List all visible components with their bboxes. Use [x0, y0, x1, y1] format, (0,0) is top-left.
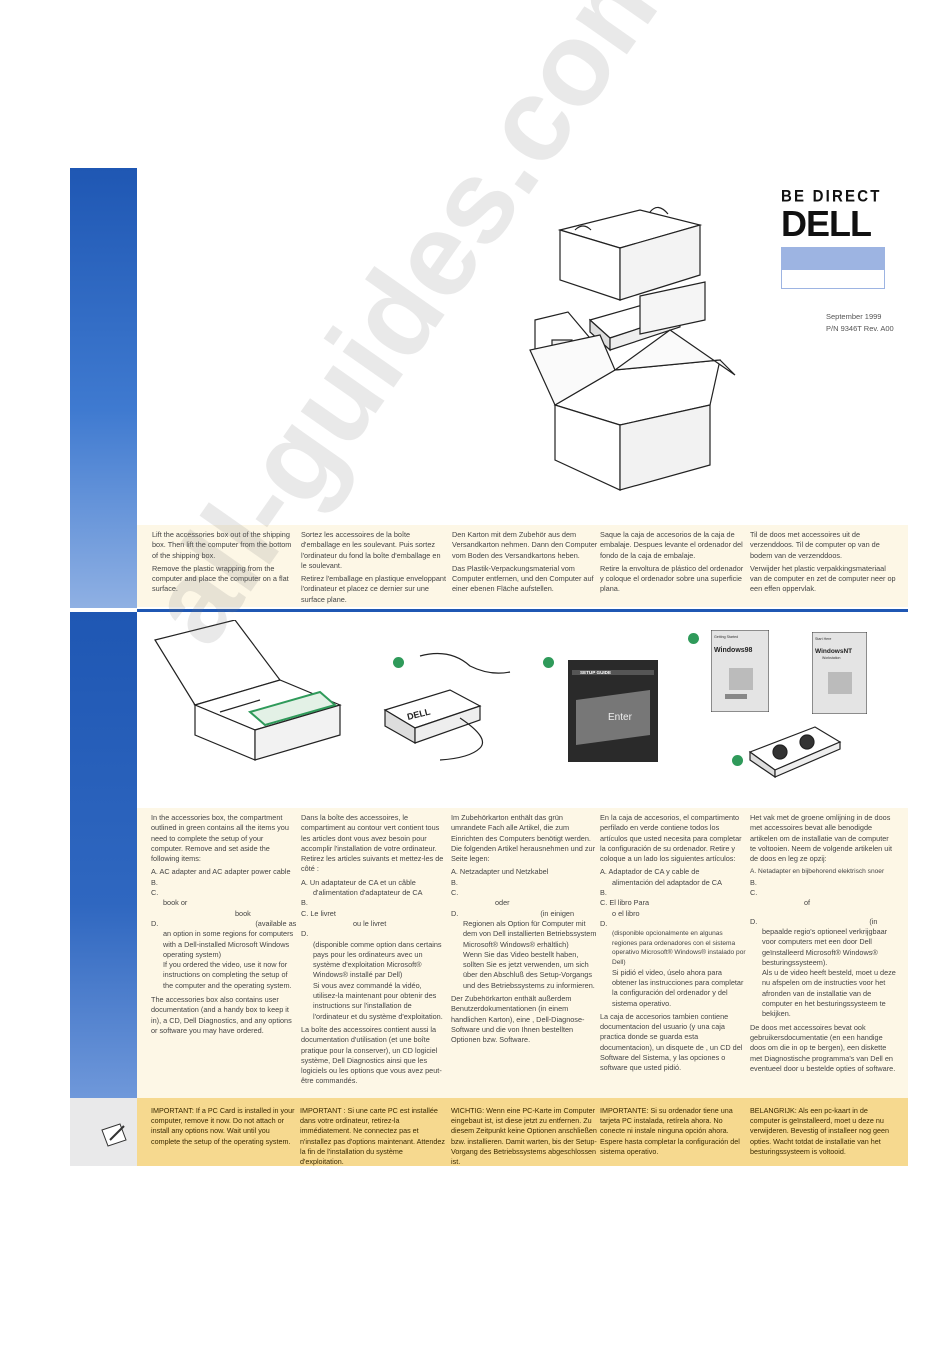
win98-small-label: Getting Started	[714, 635, 738, 639]
marker-b-icon	[543, 657, 554, 668]
important-note-es: IMPORTANTE: Si su ordenador tiene una ta…	[600, 1106, 740, 1156]
marker-a-icon	[393, 657, 404, 668]
windows98-book-illustration: Getting Started Windows98	[711, 630, 769, 712]
setup-guide-title: SETUP GUIDE	[580, 670, 611, 675]
step1-text-band	[137, 525, 908, 607]
logo-blue-box	[781, 247, 885, 269]
video-cassette-illustration	[748, 726, 842, 778]
setup-guide-illustration: Enter SETUP GUIDE	[568, 660, 658, 762]
logo-outline-box	[781, 269, 885, 289]
step2-col-fr: Dans la boîte des accessoires, le compar…	[301, 813, 444, 1086]
step2-text-band	[137, 808, 908, 1098]
section-bar-step2	[70, 612, 137, 1098]
winnt-title: WindowsNT	[815, 648, 852, 655]
important-note-nl: BELANGRIJK: Als een pc-kaart in de compu…	[750, 1106, 890, 1156]
document-meta: September 1999 P/N 9346T Rev. A00	[826, 311, 894, 335]
logo-tagline: BE DIRECT	[781, 187, 882, 206]
section-bar-step1	[70, 168, 137, 608]
important-note-fr: IMPORTANT : Si une carte PC est installé…	[300, 1106, 445, 1167]
dell-logo: BE DIRECT DELL	[781, 187, 885, 289]
windowsnt-book-illustration: Start Here WindowsNT Workstation	[812, 632, 867, 714]
win98-title: Windows98	[714, 647, 753, 654]
step2-col-nl: Het vak met de groene omlijning in de do…	[750, 813, 896, 1073]
section-divider	[137, 609, 908, 612]
accessories-box-illustration	[154, 620, 342, 761]
ac-adapter-illustration: DELL	[383, 653, 511, 761]
document-part-number: P/N 9346T Rev. A00	[826, 324, 894, 333]
logo-brand: DELL	[781, 203, 872, 244]
step1-col-nl: Til de doos met accessoires uit de verze…	[750, 530, 896, 594]
step1-col-de: Den Karton mit dem Zubehör aus dem Versa…	[452, 530, 598, 594]
step1-col-en: Lift the accessories box out of the ship…	[152, 530, 292, 594]
important-note-en: IMPORTANT: If a PC Card is installed in …	[151, 1106, 295, 1146]
step2-col-en: In the accessories box, the compartment …	[151, 813, 297, 1035]
step2-col-es: En la caja de accesorios, el compartimen…	[600, 813, 746, 1073]
note-pencil-icon	[101, 1123, 127, 1147]
unpacking-illustration	[529, 206, 736, 491]
important-band	[137, 1098, 908, 1166]
enter-key-label: Enter	[608, 712, 633, 723]
step1-col-es: Saque la caja de accesorios de la caja d…	[600, 530, 744, 594]
document-date: September 1999	[826, 312, 882, 321]
step2-col-de: Im Zubehörkarton enthält das grün umrand…	[451, 813, 597, 1045]
winnt-small-label: Start Here	[815, 637, 831, 641]
marker-c-icon	[688, 633, 699, 644]
winnt-subtitle: Workstation	[822, 656, 840, 660]
important-note-de: WICHTIG: Wenn eine PC-Karte im Computer …	[451, 1106, 597, 1167]
marker-d-icon	[732, 755, 743, 766]
step1-col-fr: Sortez les accessoires de la boîte d'emb…	[301, 530, 446, 604]
